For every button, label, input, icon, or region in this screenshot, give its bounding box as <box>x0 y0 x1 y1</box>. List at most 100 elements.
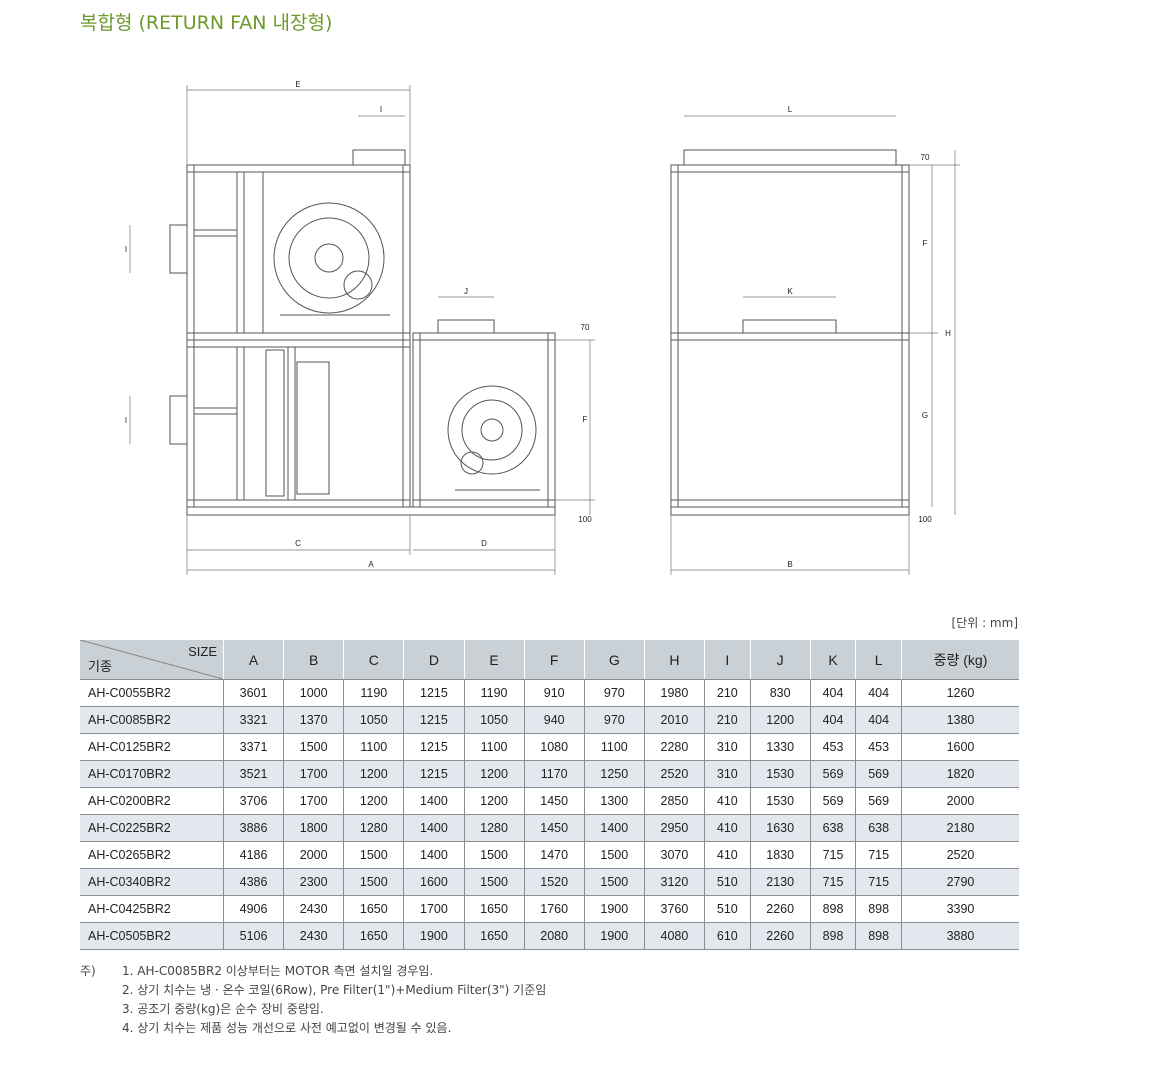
dim-label-d: D <box>481 539 487 548</box>
value-cell: 1400 <box>403 787 464 815</box>
value-cell: 1470 <box>523 841 585 869</box>
column-header: B <box>283 640 344 680</box>
dim-label-100-right: 100 <box>918 515 932 524</box>
value-cell: 1500 <box>583 868 645 896</box>
value-cell: 2790 <box>900 868 1019 896</box>
model-cell: AH-C0170BR2 <box>80 760 224 788</box>
dim-label-100-left: 100 <box>578 515 592 524</box>
value-cell: 3070 <box>643 841 705 869</box>
value-cell: 1215 <box>403 760 464 788</box>
model-cell: AH-C0055BR2 <box>80 679 224 707</box>
value-cell: 1200 <box>343 760 404 788</box>
value-cell: 1500 <box>343 868 404 896</box>
base-frame <box>186 506 556 516</box>
value-cell: 1200 <box>463 787 525 815</box>
dim-label-70-left: 70 <box>581 323 590 332</box>
column-header: A <box>222 640 284 680</box>
dim-label-i-left-lower: I <box>125 416 127 425</box>
value-cell: 2000 <box>900 787 1019 815</box>
value-cell: 1000 <box>283 679 344 707</box>
value-cell: 2260 <box>749 895 811 923</box>
value-cell: 2260 <box>749 922 811 950</box>
value-cell: 1500 <box>463 841 525 869</box>
dim-label-i-left-upper: I <box>125 245 127 254</box>
dim-label-f-left: F <box>583 415 588 424</box>
value-cell: 715 <box>809 868 856 896</box>
value-cell: 3760 <box>643 895 705 923</box>
value-cell: 715 <box>809 841 856 869</box>
dim-label-i-top: I <box>380 105 382 114</box>
model-cell: AH-C0225BR2 <box>80 814 224 842</box>
note-item: 4. 상기 치수는 제품 성능 개선으로 사전 예고없이 변경될 수 있음. <box>122 1021 452 1035</box>
value-cell: 404 <box>809 706 856 734</box>
value-cell: 1760 <box>523 895 585 923</box>
value-cell: 1600 <box>900 733 1019 761</box>
column-header: J <box>749 640 811 680</box>
value-cell: 910 <box>523 679 585 707</box>
value-cell: 715 <box>855 868 902 896</box>
value-cell: 1370 <box>283 706 344 734</box>
value-cell: 4386 <box>222 868 284 896</box>
value-cell: 1170 <box>523 760 585 788</box>
value-cell: 1400 <box>583 814 645 842</box>
value-cell: 1700 <box>283 760 344 788</box>
dim-label-70-right: 70 <box>921 153 930 162</box>
value-cell: 3321 <box>222 706 284 734</box>
value-cell: 1820 <box>900 760 1019 788</box>
model-cell: AH-C0200BR2 <box>80 787 224 815</box>
value-cell: 2010 <box>643 706 705 734</box>
dim-label-e: E <box>295 80 300 89</box>
value-cell: 5106 <box>222 922 284 950</box>
dim-label-j: J <box>464 287 468 296</box>
value-cell: 3601 <box>222 679 284 707</box>
value-cell: 3371 <box>222 733 284 761</box>
dim-label-f-right: F <box>923 239 928 248</box>
note-item: 1. AH-C0085BR2 이상부터는 MOTOR 측면 설치일 경우임. <box>122 964 434 978</box>
value-cell: 830 <box>749 679 811 707</box>
value-cell: 1900 <box>583 895 645 923</box>
header-corner-cell: SIZE 기종 <box>80 640 224 680</box>
value-cell: 1400 <box>403 841 464 869</box>
value-cell: 1500 <box>283 733 344 761</box>
value-cell: 3521 <box>222 760 284 788</box>
value-cell: 610 <box>704 922 751 950</box>
dim-label-b: B <box>787 560 792 569</box>
upper-unit-outline <box>186 164 411 341</box>
value-cell: 1650 <box>343 895 404 923</box>
value-cell: 2520 <box>900 841 1019 869</box>
column-header: G <box>583 640 645 680</box>
value-cell: 1500 <box>463 868 525 896</box>
value-cell: 210 <box>704 679 751 707</box>
value-cell: 1050 <box>463 706 525 734</box>
value-cell: 4080 <box>643 922 705 950</box>
note-item: 3. 공조기 중량(kg)은 순수 장비 중량임. <box>122 1002 324 1016</box>
value-cell: 1260 <box>900 679 1019 707</box>
value-cell: 898 <box>855 922 902 950</box>
value-cell: 2520 <box>643 760 705 788</box>
lower-unit-outline <box>186 339 411 508</box>
value-cell: 638 <box>855 814 902 842</box>
dim-label-l: L <box>788 105 793 114</box>
dim-label-h: H <box>945 329 951 338</box>
value-cell: 1100 <box>343 733 404 761</box>
value-cell: 1280 <box>463 814 525 842</box>
value-cell: 1450 <box>523 814 585 842</box>
value-cell: 940 <box>523 706 585 734</box>
spec-table-header: SIZE 기종 A B C D E F G H I J K L 중량 (kg) <box>80 640 1019 680</box>
dim-label-k: K <box>787 287 793 296</box>
value-cell: 1215 <box>403 679 464 707</box>
value-cell: 1215 <box>403 733 464 761</box>
value-cell: 1200 <box>463 760 525 788</box>
value-cell: 1215 <box>403 706 464 734</box>
value-cell: 1800 <box>283 814 344 842</box>
value-cell: 3886 <box>222 814 284 842</box>
value-cell: 510 <box>704 868 751 896</box>
value-cell: 2000 <box>283 841 344 869</box>
value-cell: 510 <box>704 895 751 923</box>
value-cell: 2950 <box>643 814 705 842</box>
value-cell: 898 <box>809 922 856 950</box>
value-cell: 310 <box>704 733 751 761</box>
value-cell: 1280 <box>343 814 404 842</box>
